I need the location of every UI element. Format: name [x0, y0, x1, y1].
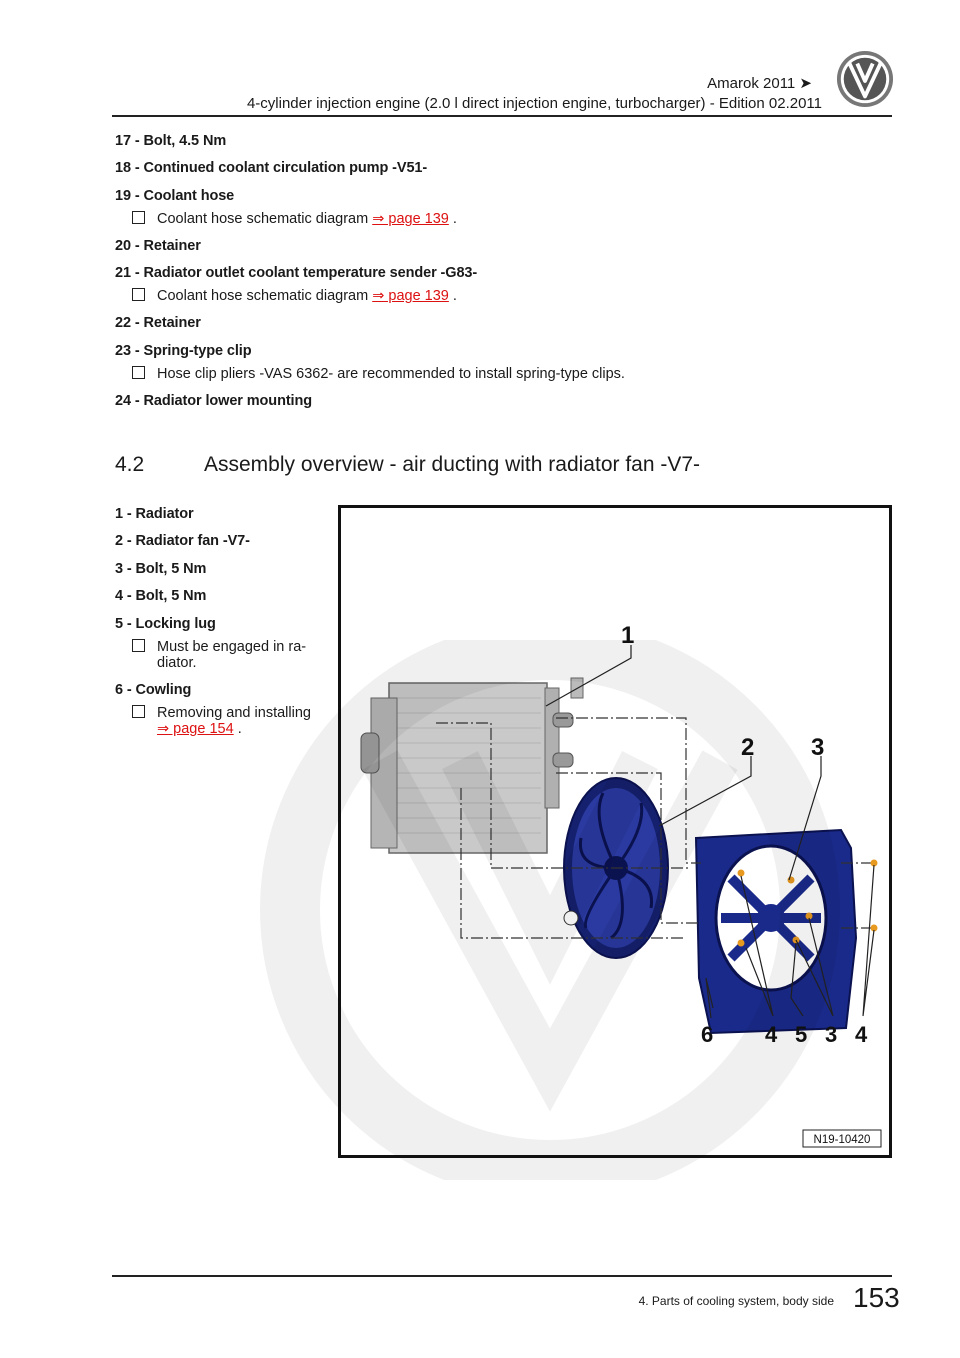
list-item-4: 4 - Bolt, 5 Nm [115, 588, 207, 604]
checkbox-bullet-icon [132, 366, 145, 379]
list-item-1: 1 - Radiator [115, 506, 194, 522]
checkbox-bullet-icon [132, 639, 145, 652]
list-item-6-note: Removing and installing⇒ page 154 . [132, 705, 311, 737]
page-139-link[interactable]: ⇒ page 139 [372, 211, 449, 227]
list-item-19-note: Coolant hose schematic diagram ⇒ page 13… [132, 211, 457, 227]
list-item-18: 18 - Continued coolant circulation pump … [115, 160, 428, 176]
checkbox-bullet-icon [132, 211, 145, 224]
page-139-link[interactable]: ⇒ page 139 [372, 288, 449, 304]
callout-4: 4 [765, 1022, 778, 1047]
callout-6: 6 [701, 1022, 713, 1047]
list-item-3: 3 - Bolt, 5 Nm [115, 561, 207, 577]
list-item-23-note: Hose clip pliers -VAS 6362- are recommen… [132, 366, 625, 382]
exploded-view-figure: 1 2 3 6 4 5 3 4 N19-10420 [338, 505, 892, 1158]
checkbox-bullet-icon [132, 288, 145, 301]
callout-leader-lines [545, 645, 875, 1019]
list-item-20: 20 - Retainer [115, 238, 201, 254]
callout-3: 3 [811, 734, 824, 761]
callout-3-lower: 3 [825, 1022, 837, 1047]
list-item-22: 22 - Retainer [115, 315, 201, 331]
section-number: 4.2 [115, 453, 145, 476]
footer-chapter: 4. Parts of cooling system, body side [638, 1294, 834, 1308]
callout-1: 1 [621, 622, 634, 649]
header-engine: 4-cylinder injection engine (2.0 l direc… [246, 95, 822, 112]
assembly-guide-lines [436, 717, 876, 939]
list-item-5: 5 - Locking lug [115, 616, 216, 632]
header-divider [112, 115, 892, 117]
bolt-markers [737, 859, 878, 947]
list-item-21: 21 - Radiator outlet coolant temperature… [115, 265, 478, 281]
callout-4-lower: 4 [855, 1022, 868, 1047]
page-number: 153 [853, 1282, 900, 1313]
section-title: Assembly overview - air ducting with rad… [204, 453, 701, 476]
page-154-link[interactable]: ⇒ page 154 [157, 721, 234, 737]
header-vehicle: Amarok 2011 ➤ [707, 75, 812, 92]
cowling-illustration [694, 828, 858, 1035]
list-item-5-note: Must be engaged in ra-diator. [132, 639, 306, 671]
list-item-6: 6 - Cowling [115, 682, 192, 698]
list-item-24: 24 - Radiator lower mounting [115, 393, 312, 409]
checkbox-bullet-icon [132, 705, 145, 718]
vw-logo-icon [836, 50, 894, 108]
list-item-2: 2 - Radiator fan -V7- [115, 533, 250, 549]
callout-5: 5 [795, 1022, 807, 1047]
callout-2: 2 [741, 734, 754, 761]
list-item-17: 17 - Bolt, 4.5 Nm [115, 133, 227, 149]
list-item-23: 23 - Spring-type clip [115, 343, 252, 359]
figure-id: N19-10420 [814, 1134, 871, 1146]
footer-divider [112, 1275, 892, 1277]
list-item-21-note: Coolant hose schematic diagram ⇒ page 13… [132, 288, 457, 304]
radiator-illustration [360, 677, 584, 854]
list-item-19: 19 - Coolant hose [115, 188, 235, 204]
